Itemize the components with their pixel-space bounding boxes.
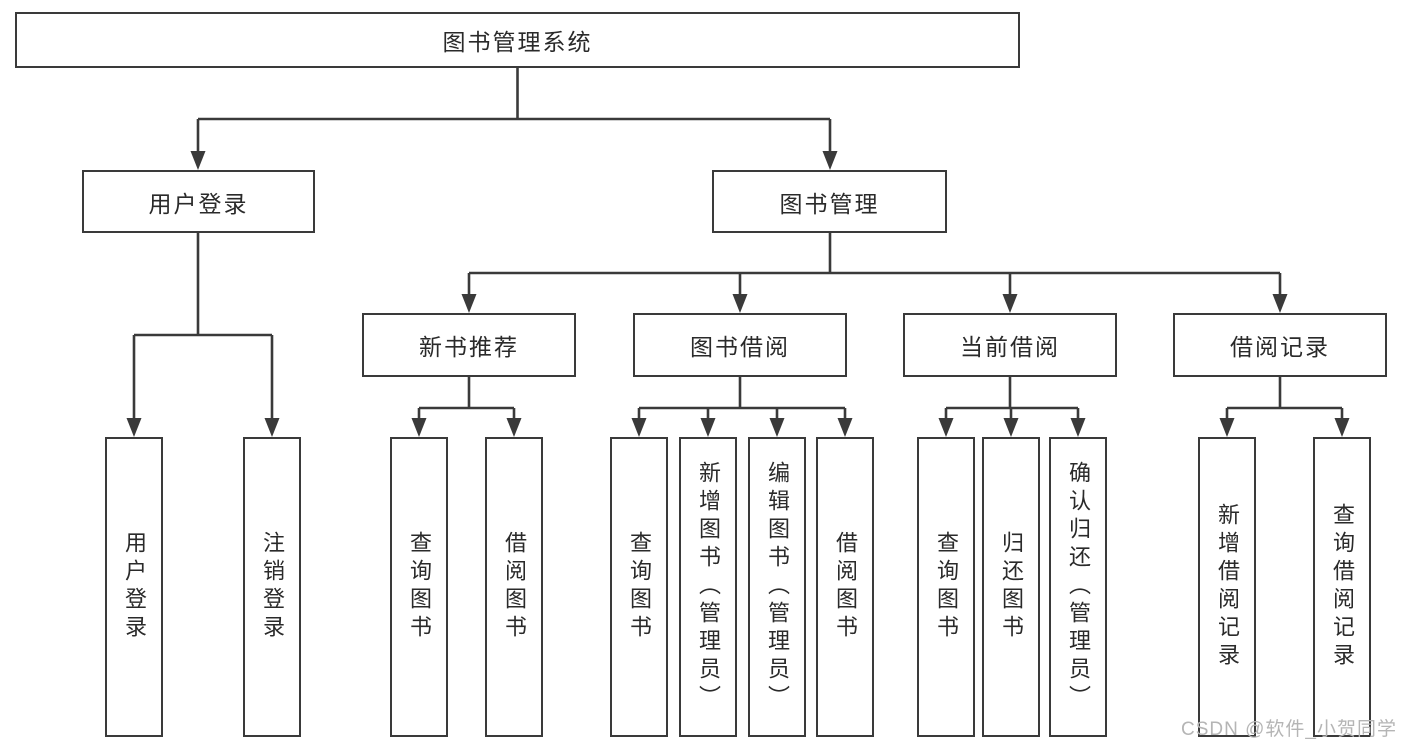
node-user-login: 用户登录 [82, 170, 315, 233]
leaf-query-books-current-label: 查询图书 [934, 531, 959, 643]
leaf-query-books-recommend: 查询图书 [390, 437, 448, 737]
leaf-query-books-current: 查询图书 [917, 437, 975, 737]
leaf-user-login-label: 用户登录 [122, 531, 147, 643]
leaf-query-borrow-record: 查询借阅记录 [1313, 437, 1371, 737]
leaf-query-books-borrowing: 查询图书 [610, 437, 668, 737]
leaf-borrow-books-recommend: 借阅图书 [485, 437, 543, 737]
leaf-borrow-books: 借阅图书 [816, 437, 874, 737]
node-library-management-system: 图书管理系统 [15, 12, 1020, 68]
node-book-borrowing: 图书借阅 [633, 313, 847, 377]
node-book-management: 图书管理 [712, 170, 947, 233]
leaf-borrow-books-recommend-label: 借阅图书 [502, 531, 527, 643]
leaf-confirm-return-admin-label: 确认归还（管理员） [1066, 461, 1091, 713]
leaf-logout: 注销登录 [243, 437, 301, 737]
leaf-return-books-label: 归还图书 [999, 531, 1024, 643]
leaf-logout-label: 注销登录 [260, 531, 285, 643]
leaf-query-borrow-record-label: 查询借阅记录 [1330, 503, 1355, 671]
leaf-return-books: 归还图书 [982, 437, 1040, 737]
leaf-add-books-admin: 新增图书（管理员） [679, 437, 737, 737]
leaf-edit-books-admin: 编辑图书（管理员） [748, 437, 806, 737]
node-borrowing-records: 借阅记录 [1173, 313, 1387, 377]
leaf-query-books-recommend-label: 查询图书 [407, 531, 432, 643]
watermark: CSDN @软件_小贺同学 [1181, 719, 1397, 740]
leaf-add-books-admin-label: 新增图书（管理员） [696, 461, 721, 713]
leaf-user-login: 用户登录 [105, 437, 163, 737]
leaf-add-borrow-record-label: 新增借阅记录 [1215, 503, 1240, 671]
leaf-add-borrow-record: 新增借阅记录 [1198, 437, 1256, 737]
node-current-borrowing: 当前借阅 [903, 313, 1117, 377]
leaf-edit-books-admin-label: 编辑图书（管理员） [765, 461, 790, 713]
leaf-query-books-borrowing-label: 查询图书 [627, 531, 652, 643]
leaf-confirm-return-admin: 确认归还（管理员） [1049, 437, 1107, 737]
leaf-borrow-books-label: 借阅图书 [833, 531, 858, 643]
node-new-book-recommendation: 新书推荐 [362, 313, 576, 377]
